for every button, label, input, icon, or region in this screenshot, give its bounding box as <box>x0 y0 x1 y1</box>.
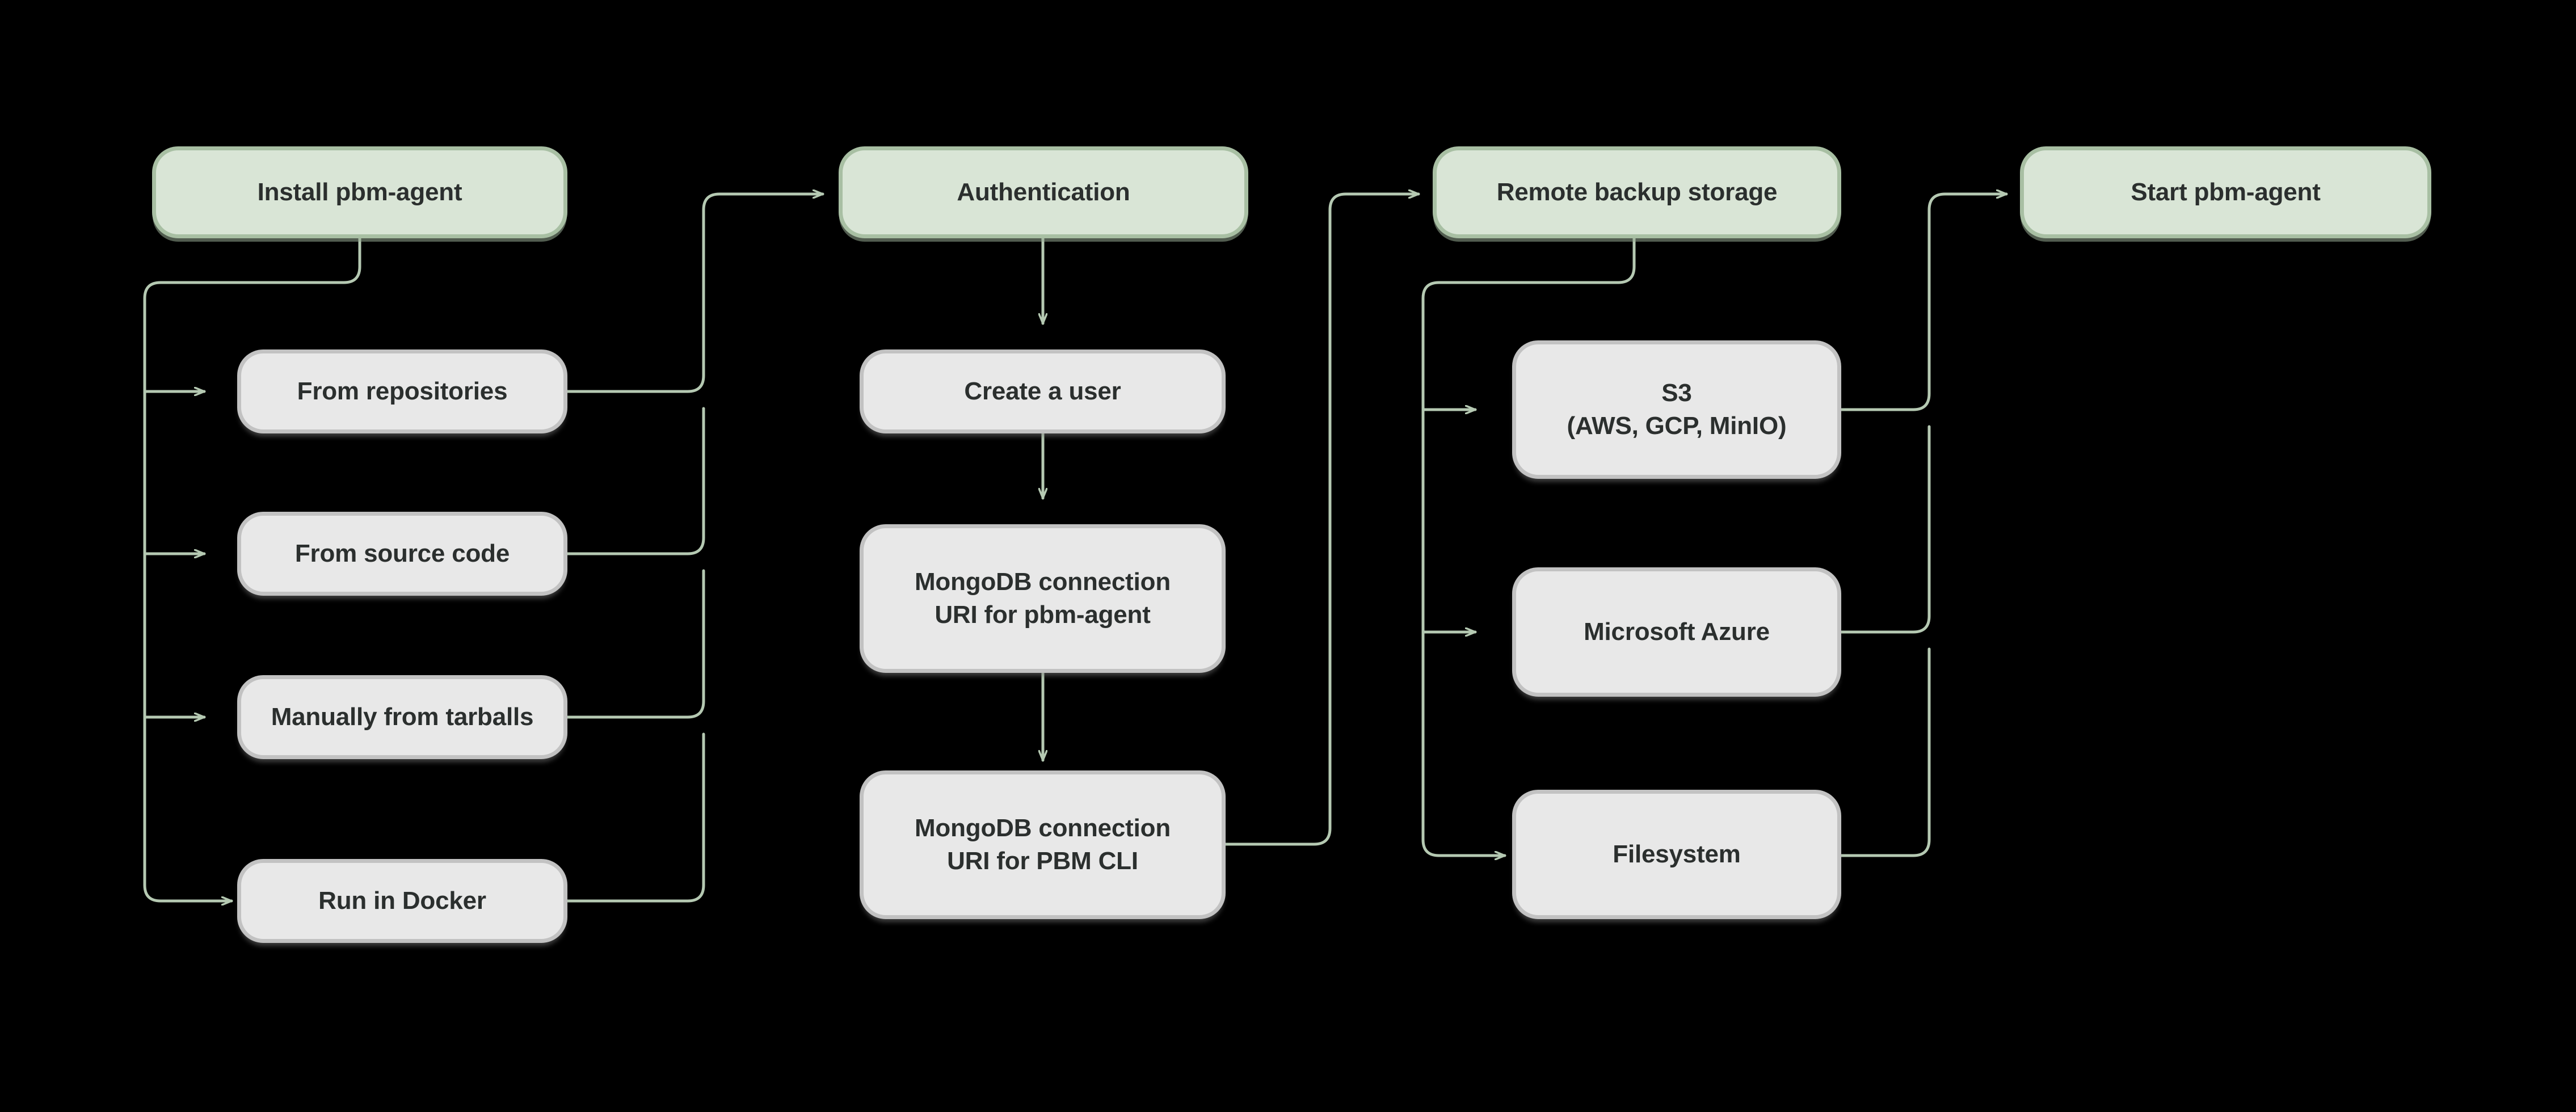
edge-source-to-bus <box>566 407 705 555</box>
node-label: Create a user <box>964 377 1121 405</box>
node-label: MongoDB connection URI for pbm-agent <box>914 567 1171 629</box>
node-label: S3 (AWS, GCP, MinIO) <box>1567 378 1787 440</box>
node-create-a-user[interactable]: Create a user <box>860 349 1226 433</box>
edge-docker-to-bus <box>566 732 705 903</box>
node-label: MongoDB connection URI for PBM CLI <box>914 814 1171 875</box>
node-label: From source code <box>294 539 510 567</box>
node-filesystem[interactable]: Filesystem <box>1512 790 1841 919</box>
edge-s3-to-start <box>1840 194 2008 411</box>
edge-storage-bus <box>1421 237 1636 857</box>
node-install-pbm-agent[interactable]: Install pbm-agent <box>152 146 567 238</box>
node-label: Filesystem <box>1613 840 1741 868</box>
node-label: Start pbm-agent <box>2131 178 2321 206</box>
node-s3[interactable]: S3 (AWS, GCP, MinIO) <box>1512 340 1841 479</box>
node-authentication[interactable]: Authentication <box>839 146 1248 238</box>
node-start-pbm-agent[interactable]: Start pbm-agent <box>2020 146 2431 238</box>
node-label: Microsoft Azure <box>1584 617 1770 646</box>
node-microsoft-azure[interactable]: Microsoft Azure <box>1512 567 1841 697</box>
node-label: Authentication <box>957 178 1130 206</box>
node-from-source-code[interactable]: From source code <box>237 512 567 596</box>
edge-filesystem-to-bus <box>1840 647 1931 857</box>
node-mongodb-uri-pbm-cli[interactable]: MongoDB connection URI for PBM CLI <box>860 770 1226 919</box>
node-run-in-docker[interactable]: Run in Docker <box>237 859 567 943</box>
node-remote-backup-storage[interactable]: Remote backup storage <box>1433 146 1841 238</box>
edge-repos-to-bus <box>566 194 824 393</box>
node-label: Run in Docker <box>318 886 486 915</box>
edge-tarballs-to-bus <box>566 569 705 719</box>
edge-azure-to-bus <box>1840 425 1931 634</box>
node-from-repositories[interactable]: From repositories <box>237 349 567 433</box>
edge-install-bus <box>143 237 361 903</box>
node-label: Install pbm-agent <box>257 178 462 206</box>
node-label: From repositories <box>297 377 508 405</box>
node-label: Remote backup storage <box>1496 178 1778 206</box>
node-label: Manually from tarballs <box>271 702 534 731</box>
edge-uri-cli-to-storage <box>1224 194 1420 846</box>
node-mongodb-uri-pbm-agent[interactable]: MongoDB connection URI for pbm-agent <box>860 524 1226 673</box>
node-manually-from-tarballs[interactable]: Manually from tarballs <box>237 675 567 759</box>
